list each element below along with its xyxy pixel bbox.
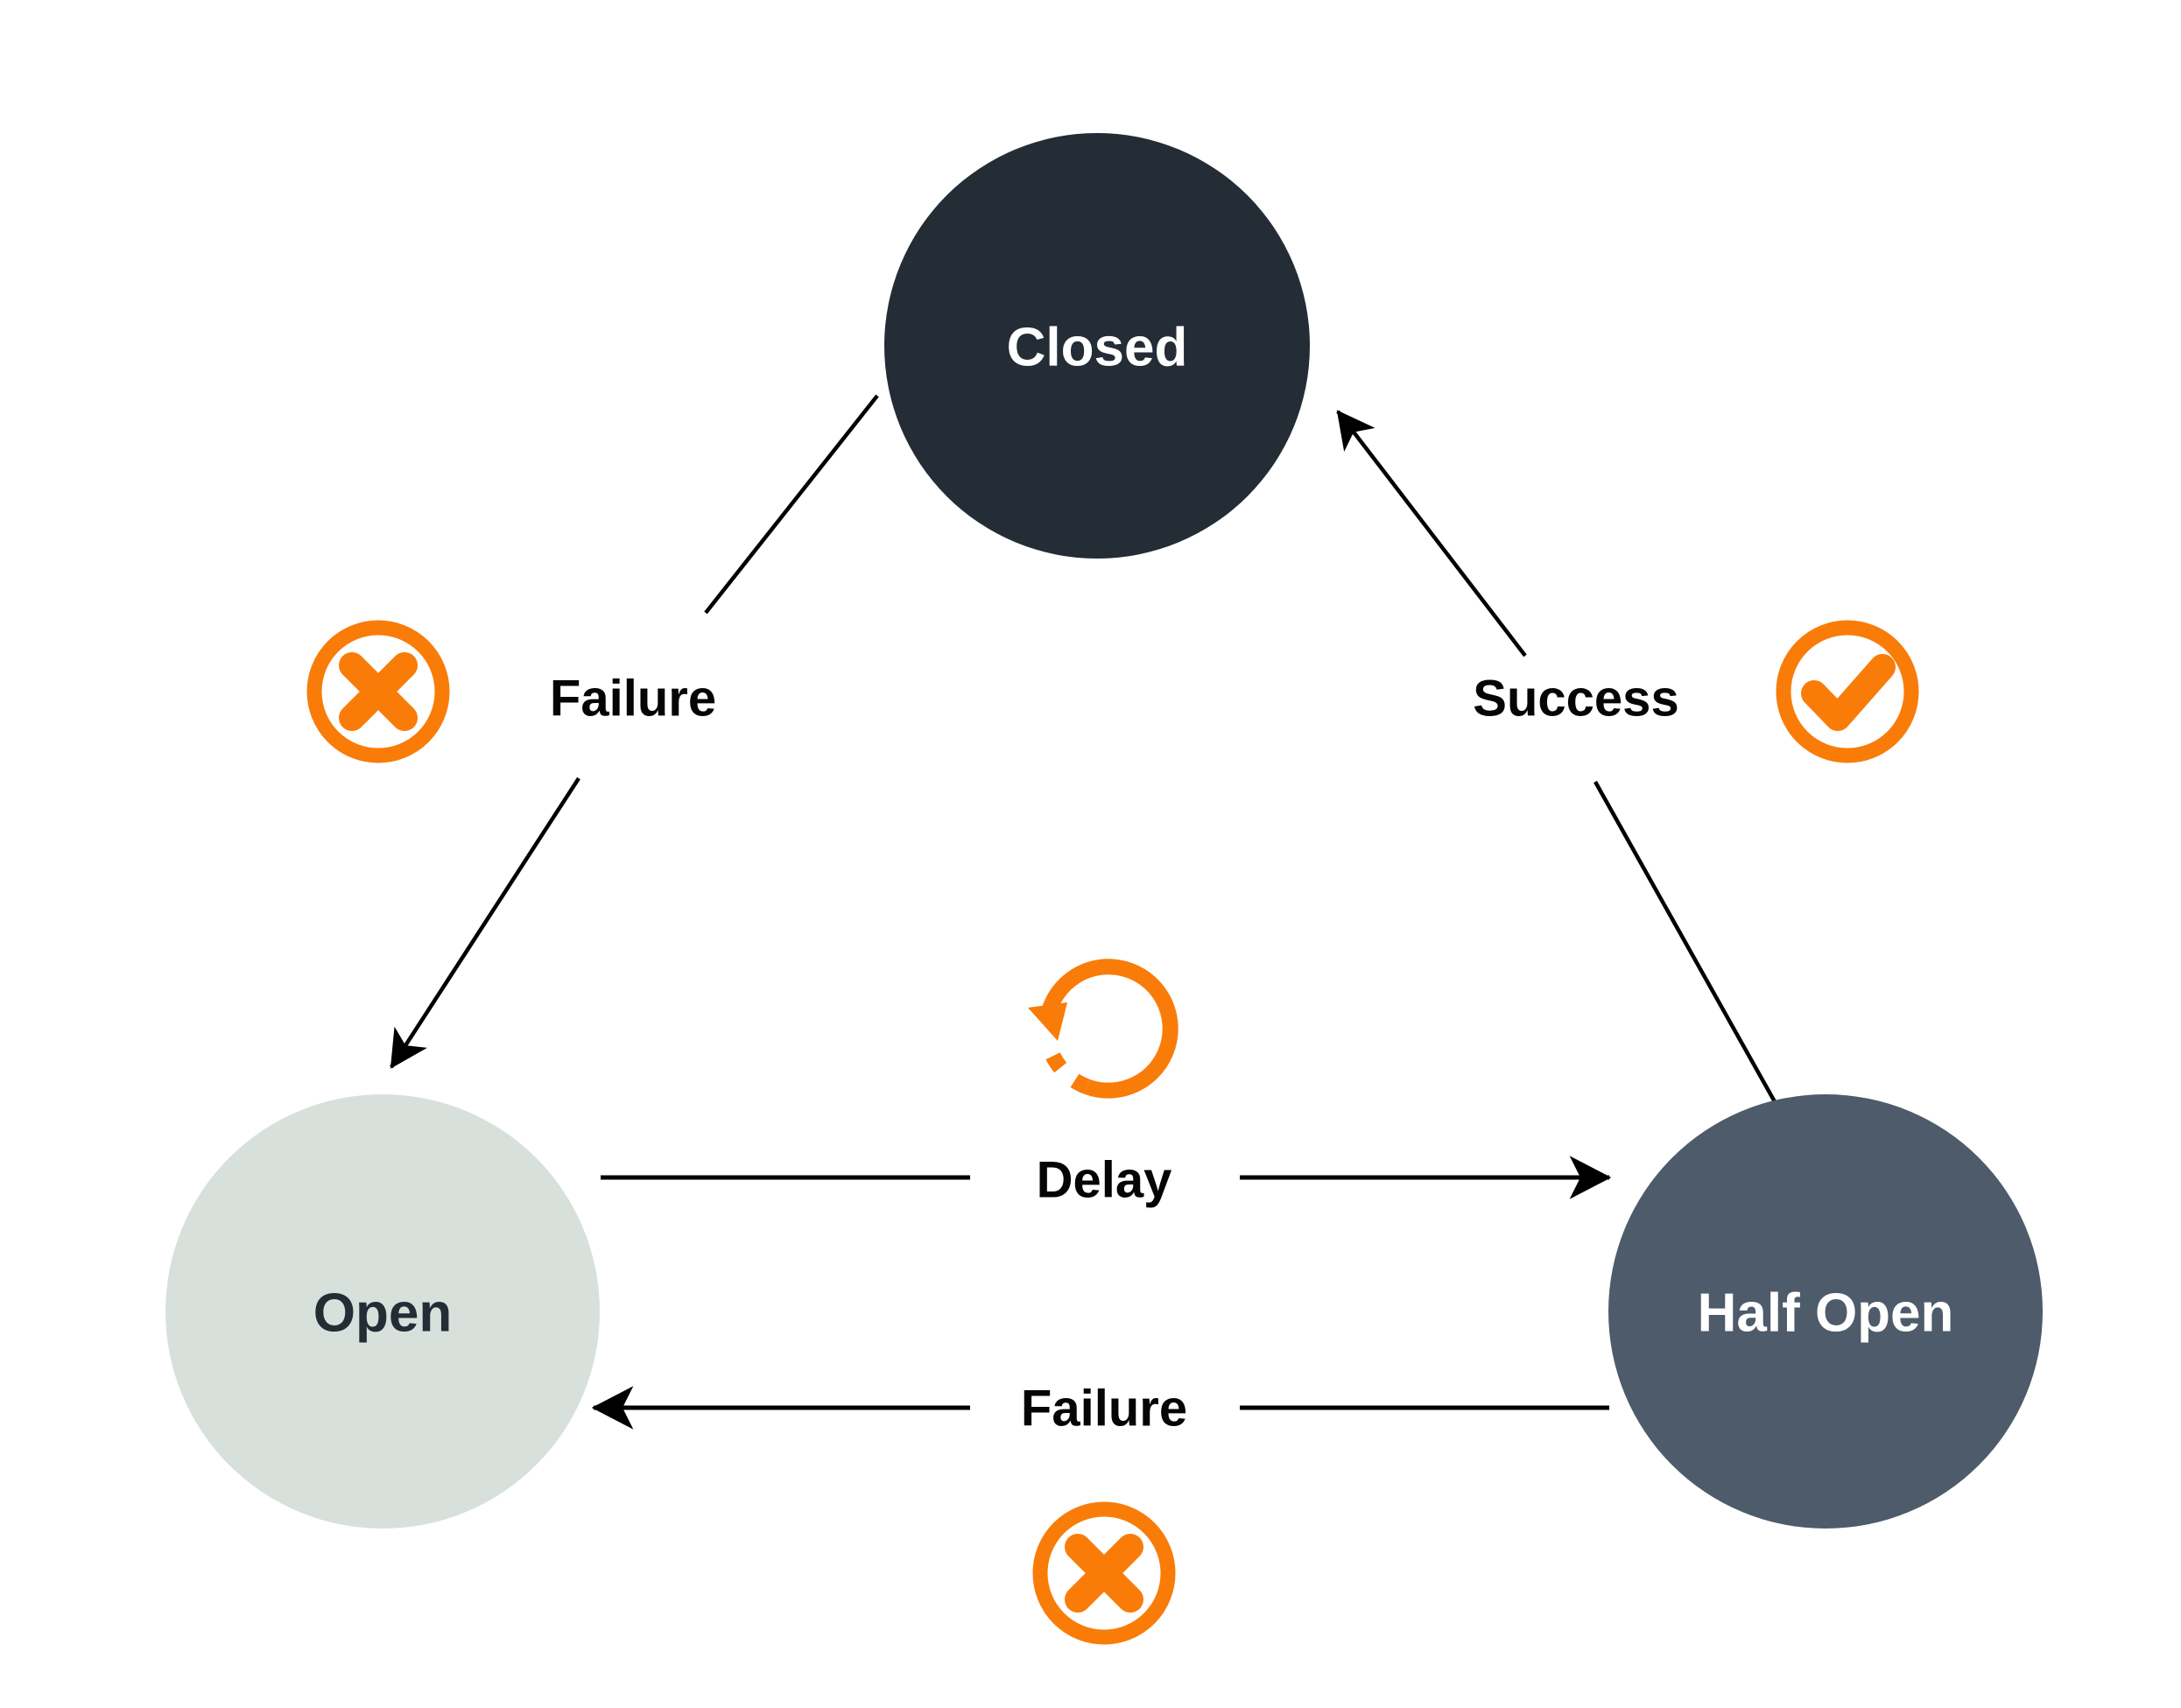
edge-half-open-to-closed-segment-lower: [1594, 780, 1795, 1136]
refresh-retry-icon-arc-dashed: [1043, 1046, 1091, 1094]
circle-check-icon-ring: [1776, 620, 1919, 763]
edge-closed-to-open-segment-lower: [390, 777, 580, 1069]
edge-half-open-to-closed: [1336, 410, 1795, 1136]
refresh-retry-icon-arc-solid: [1039, 959, 1178, 1099]
state-node-open[interactable]: Open: [165, 1094, 600, 1529]
circle-x-icon-ring: [306, 620, 450, 763]
state-node-closed[interactable]: Closed: [884, 133, 1310, 559]
refresh-retry-icon-arrowhead: [1028, 1002, 1067, 1041]
refresh-retry-icon: [1028, 959, 1178, 1099]
state-circle-open[interactable]: [165, 1094, 600, 1529]
circle-x-icon: [1032, 1501, 1176, 1645]
circle-x-icon: [306, 620, 450, 763]
state-label-open: Open: [313, 1283, 452, 1344]
circle-x-icon-ring-bottom: [1032, 1501, 1176, 1645]
edge-label-failure-bottom: Failure: [1021, 1381, 1187, 1437]
state-label-closed: Closed: [1007, 318, 1188, 378]
edge-label-delay: Delay: [1037, 1152, 1172, 1209]
edge-half-open-to-closed-segment-upper: [1336, 410, 1527, 657]
edge-closed-to-open: [390, 394, 879, 1069]
edge-label-success: Success: [1473, 671, 1678, 727]
edge-label-failure-top: Failure: [550, 671, 716, 727]
state-circle-half-open[interactable]: [1608, 1094, 2043, 1529]
circle-check-icon: [1776, 620, 1919, 763]
circle-check-icon-tick: [1801, 654, 1896, 731]
edge-closed-to-open-segment-upper: [704, 394, 879, 615]
circle-x-icon-stroke-2: [339, 652, 418, 731]
state-circle-closed[interactable]: [884, 133, 1310, 559]
circle-x-icon-bottom-stroke-2: [1065, 1534, 1143, 1613]
state-node-half-open[interactable]: Half Open: [1608, 1094, 2043, 1529]
state-label-half-open: Half Open: [1698, 1283, 1954, 1344]
